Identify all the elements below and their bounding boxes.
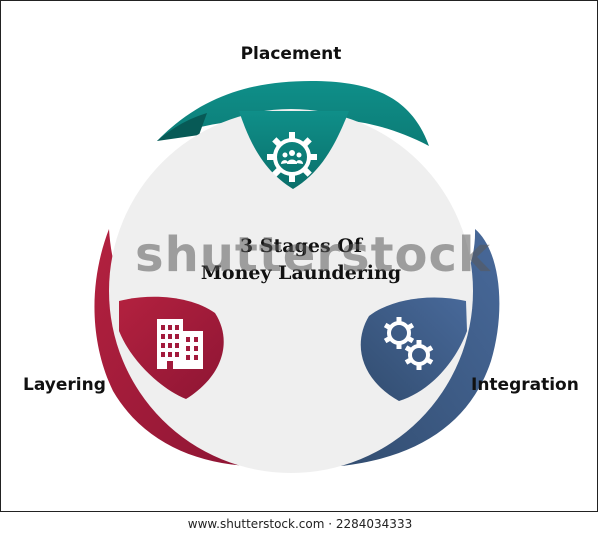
center-title: 3 Stages Of Money Laundering — [161, 233, 441, 287]
layering-label: Layering — [23, 375, 106, 395]
placement-tab — [239, 111, 349, 189]
placement-label: Placement — [240, 44, 342, 64]
center-title-line-1: 3 Stages Of — [239, 235, 363, 257]
gear-people-icon — [267, 132, 317, 182]
diagram-frame: Placement Layering Integration 3 Stages … — [0, 0, 598, 512]
integration-label: Integration — [471, 375, 579, 395]
placement-shadow — [157, 113, 207, 141]
center-title-line-2: Money Laundering — [200, 262, 402, 284]
footer-credit: www.shutterstock.com · 2284034333 — [0, 514, 600, 534]
stages-diagram — [94, 81, 500, 473]
gears-icon — [383, 317, 434, 370]
office-buildings-icon — [157, 319, 203, 369]
